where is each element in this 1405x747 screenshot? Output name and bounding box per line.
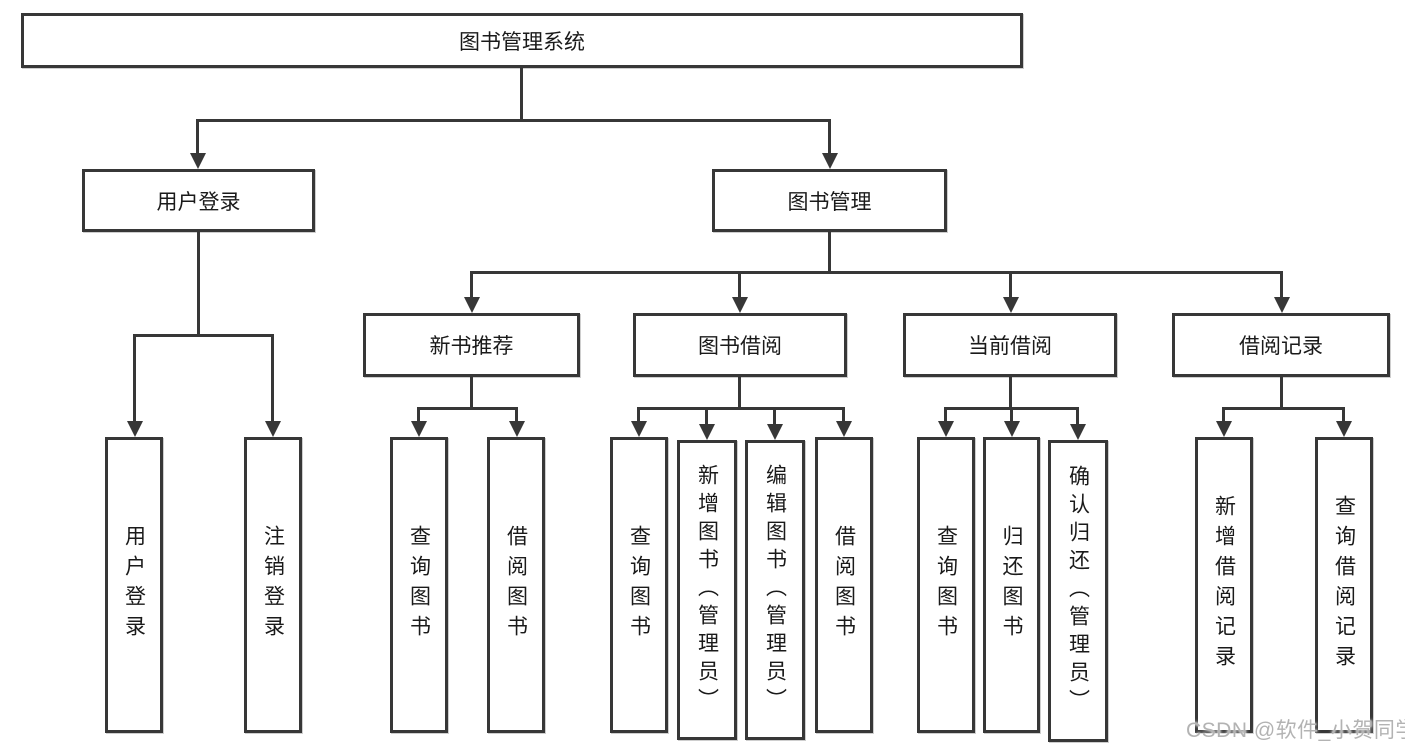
leaf-label: 注销登录	[261, 525, 285, 645]
node-current-borrowing: 当前借阅	[903, 313, 1117, 377]
arrow-to-leaf-query-books-2	[637, 407, 640, 421]
watermark: CSDN @软件_小贺同学	[1186, 719, 1405, 742]
node-book-management: 图书管理	[712, 169, 947, 232]
node-label: 借阅记录	[1239, 335, 1323, 358]
leaf-query-books-3: 查询图书	[917, 437, 975, 733]
node-book-borrowing: 图书借阅	[633, 313, 847, 377]
leaf-query-books-2: 查询图书	[610, 437, 668, 733]
leaf-confirm-return-admin: 确认归还（管理员）	[1048, 440, 1108, 742]
node-label: 图书管理	[787, 190, 872, 214]
leaf-label: 查询图书	[934, 525, 958, 645]
connector-book-borrowing-stem	[738, 377, 741, 410]
leaf-query-books-1: 查询图书	[390, 437, 448, 733]
arrow-to-book-management	[828, 119, 831, 153]
leaf-logout: 注销登录	[244, 437, 302, 733]
node-new-book-recommendation: 新书推荐	[363, 313, 580, 377]
connector-book-management-stem	[828, 232, 831, 274]
connector-root-stem	[520, 68, 523, 122]
leaf-user-login: 用户登录	[105, 437, 163, 733]
leaf-label: 查询图书	[627, 525, 651, 645]
leaf-label: 查询借阅记录	[1332, 495, 1356, 675]
arrow-to-user-login	[196, 119, 199, 153]
arrow-to-leaf-add-borrow-record	[1222, 407, 1225, 421]
leaf-return-books: 归还图书	[983, 437, 1040, 733]
arrow-to-current-borrowing	[1009, 271, 1012, 297]
connector-book-borrowing-hline	[637, 407, 845, 410]
arrow-to-new-book-recommendation	[470, 271, 473, 297]
leaf-label: 编辑图书（管理员）	[763, 464, 787, 716]
node-label: 图书管理系统	[459, 30, 585, 54]
connector-borrowing-records-hline	[1222, 407, 1345, 410]
node-label: 用户登录	[156, 190, 241, 214]
node-borrowing-records: 借阅记录	[1172, 313, 1390, 377]
arrow-to-book-borrowing	[738, 271, 741, 297]
connector-user-login-stem	[197, 232, 200, 337]
leaf-label: 新增借阅记录	[1212, 495, 1236, 675]
arrow-to-leaf-borrow-books-1	[515, 407, 518, 421]
leaf-label: 借阅图书	[832, 525, 856, 645]
leaf-label: 归还图书	[1000, 525, 1023, 645]
arrow-to-leaf-user-login	[133, 334, 136, 421]
connector-borrowing-records-stem	[1280, 377, 1283, 410]
arrow-to-leaf-query-books-3	[944, 407, 947, 421]
arrow-to-borrowing-records	[1280, 271, 1283, 297]
node-label: 新书推荐	[429, 335, 514, 358]
node-label: 图书借阅	[698, 335, 782, 358]
arrow-to-leaf-return-books	[1010, 407, 1013, 421]
connector-current-borrowing-stem	[1009, 377, 1012, 410]
leaf-query-borrow-record: 查询借阅记录	[1315, 437, 1373, 733]
leaf-label: 新增图书（管理员）	[695, 464, 719, 716]
leaf-label: 确认归还（管理员）	[1066, 465, 1090, 717]
leaf-add-book-admin: 新增图书（管理员）	[677, 440, 737, 740]
leaf-label: 借阅图书	[504, 525, 528, 645]
connector-user-login-hline	[133, 334, 274, 337]
arrow-to-leaf-confirm-return-admin	[1076, 407, 1079, 424]
arrow-to-leaf-query-borrow-record	[1342, 407, 1345, 421]
arrow-to-leaf-borrow-books-2	[842, 407, 845, 421]
leaf-label: 查询图书	[407, 525, 431, 645]
connector-level3-hline	[470, 271, 1283, 274]
leaf-label: 用户登录	[122, 525, 146, 645]
arrow-to-leaf-query-books-1	[417, 407, 420, 421]
leaf-borrow-books-2: 借阅图书	[815, 437, 873, 733]
arrow-to-leaf-edit-book-admin	[773, 407, 776, 424]
leaf-add-borrow-record: 新增借阅记录	[1195, 437, 1253, 733]
connector-level1-hline	[196, 119, 831, 122]
connector-new-book-stem	[470, 377, 473, 410]
node-user-login: 用户登录	[82, 169, 315, 232]
connector-new-book-hline	[417, 407, 518, 410]
arrow-to-leaf-add-book-admin	[705, 407, 708, 424]
arrow-to-leaf-logout	[271, 334, 274, 421]
leaf-edit-book-admin: 编辑图书（管理员）	[745, 440, 805, 740]
node-library-management-system: 图书管理系统	[21, 13, 1023, 68]
leaf-borrow-books-1: 借阅图书	[487, 437, 545, 733]
node-label: 当前借阅	[968, 335, 1052, 358]
